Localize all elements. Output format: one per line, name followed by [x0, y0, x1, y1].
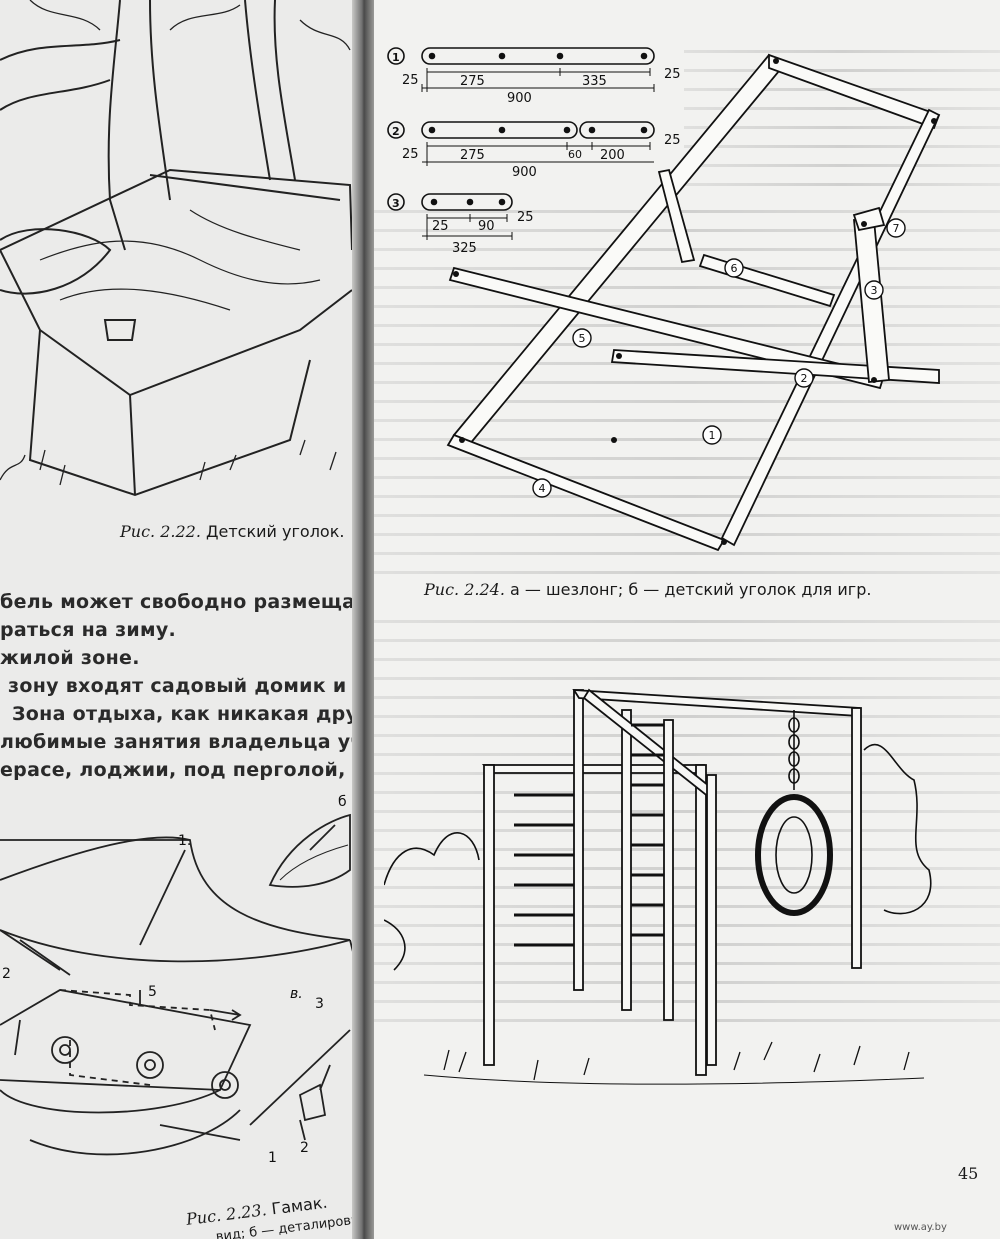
fig-2-22-text: Детский уголок. — [206, 522, 345, 541]
right-page: 1 2 3 25 275 900 335 25 25 275 900 60 20… — [374, 0, 1000, 1239]
hammock-label-b: б — [338, 794, 347, 810]
left-body-text: бель может свободно размещаться раться н… — [0, 588, 352, 784]
chair-part-7: 7 — [893, 222, 900, 235]
dim: 335 — [582, 74, 607, 89]
dim: 25 — [402, 73, 419, 88]
fig-2-24-label: Рис. 2.24. — [424, 580, 505, 599]
hammock-label-3: 3 — [315, 996, 324, 1012]
dim: 90 — [478, 219, 495, 234]
dim: 25 — [664, 133, 681, 148]
fig-2-22-label: Рис. 2.22. — [120, 522, 201, 541]
dim: 25 — [402, 147, 419, 162]
body-line: зону входят садовый домик и до — [8, 675, 352, 697]
page-number: 45 — [958, 1164, 979, 1183]
book-gutter — [352, 0, 374, 1239]
chair-part-2: 2 — [801, 372, 808, 385]
hammock-label-2b: 2 — [300, 1140, 309, 1156]
fig-2-22-caption: Рис. 2.22. Детский уголок. — [120, 522, 344, 541]
chair-part-4: 4 — [539, 482, 546, 495]
chair-part-5: 5 — [579, 332, 586, 345]
left-page: Рис. 2.22. Детский уголок. бель может св… — [0, 0, 352, 1239]
hammock-label-2a: 2 — [2, 966, 11, 982]
chair-part-3: 3 — [871, 284, 878, 297]
dim: 25 — [517, 210, 534, 225]
body-line: раться на зиму. — [0, 619, 177, 641]
dim: 900 — [507, 91, 532, 106]
dim: 60 — [568, 148, 582, 161]
hammock-label-1: 1. — [178, 833, 191, 849]
dim: 325 — [452, 241, 477, 256]
hammock-label-v: в. — [290, 986, 303, 1002]
dim: 275 — [460, 74, 485, 89]
fig-2-24-caption: Рис. 2.24. а — шезлонг; б — детский угол… — [424, 580, 871, 599]
fig-2-23-text: Гамак. — [270, 1192, 329, 1219]
dim: 25 — [432, 219, 449, 234]
detail-1-number: 1 — [392, 51, 400, 64]
dim: 900 — [512, 165, 537, 180]
detail-drawings: 1 2 3 25 275 900 335 25 25 275 900 60 20… — [387, 47, 681, 256]
chair-part-1: 1 — [709, 429, 716, 442]
fig-2-24-text: а — шезлонг; б — детский уголок для игр. — [510, 580, 872, 599]
body-line: Зона отдыха, как никакая другая — [12, 703, 352, 725]
watermark: www.ay.by — [894, 1222, 947, 1233]
dim: 275 — [460, 148, 485, 163]
hammock-label-5: 5 — [148, 984, 157, 1000]
playground-drawing — [384, 688, 932, 1085]
body-line: любимые занятия владельца участ — [0, 731, 352, 753]
hammock-label-1b: 1 — [268, 1150, 277, 1166]
dim: 200 — [600, 148, 625, 163]
hammock-illustration: 1. б в. 2 5 3 2 1 — [0, 794, 352, 1166]
body-line: бель может свободно размещаться — [0, 591, 352, 613]
deck-chair-drawing: 7 6 3 5 2 1 4 — [446, 53, 941, 552]
detail-2-number: 2 — [392, 125, 400, 138]
dim: 25 — [664, 67, 681, 82]
chair-part-6: 6 — [731, 262, 738, 275]
detail-3-number: 3 — [392, 197, 400, 210]
body-line: жилой зоне. — [0, 647, 140, 669]
sandbox-illustration — [0, 0, 352, 497]
body-line: ерасе, лоджии, под перголой, что — [0, 759, 352, 781]
